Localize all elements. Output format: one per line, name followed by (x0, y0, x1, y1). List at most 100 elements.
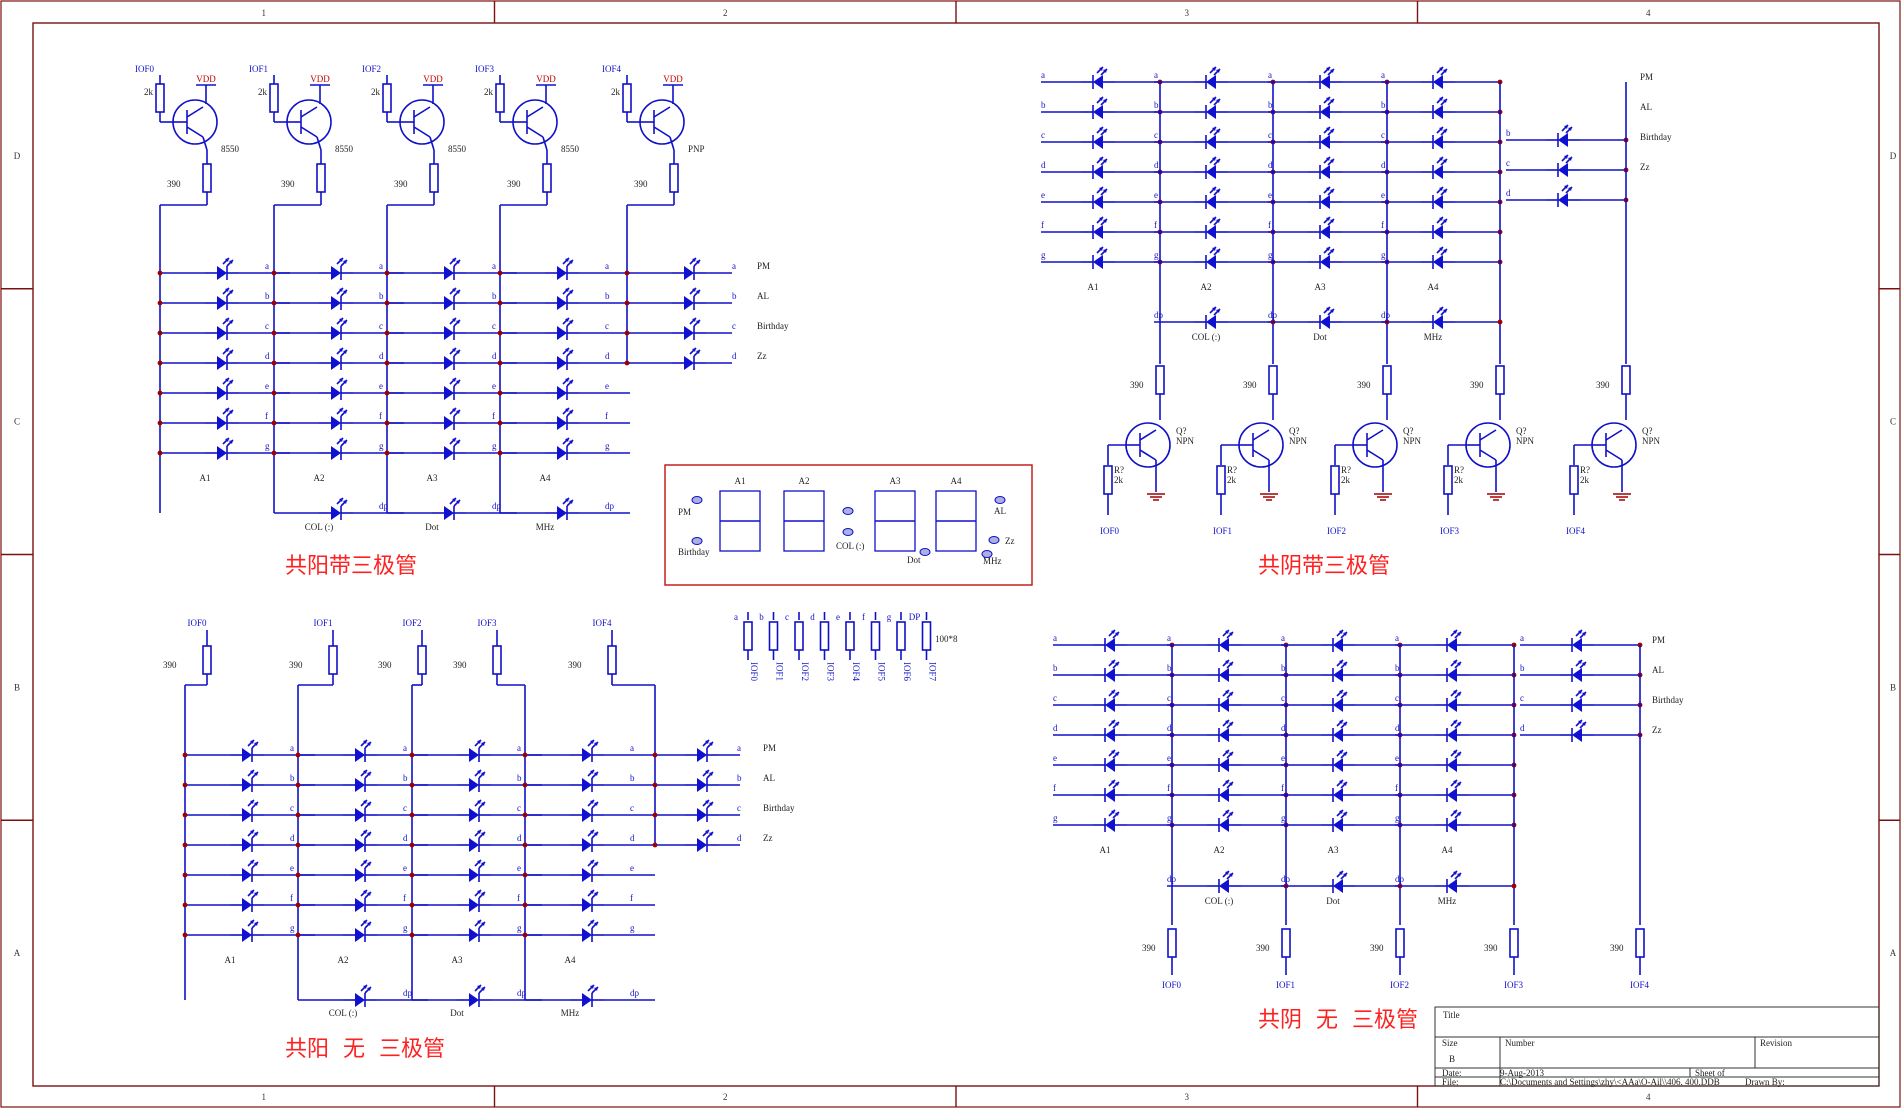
bus-segment-label: f (862, 612, 865, 622)
junction-dot (295, 872, 301, 878)
transistor-part: 8550 (448, 144, 467, 154)
net-label-iof: IOF0 (187, 618, 207, 628)
segment-label: a (379, 261, 383, 271)
junction-dot (522, 872, 528, 878)
resistor-value: 390 (453, 660, 467, 670)
net-label-iof: IOF2 (402, 618, 421, 628)
resistor-value: 390 (1130, 380, 1144, 390)
segment-label: f (517, 893, 520, 903)
segment-label: b (517, 773, 522, 783)
date-label: Date: (1442, 1068, 1462, 1078)
segment-label: dp (379, 501, 389, 511)
segment-label: c (492, 321, 496, 331)
segment-label: b (1506, 128, 1511, 138)
segment-label: c (630, 803, 634, 813)
segment-label: dp (1381, 310, 1391, 320)
segment-label: g (379, 441, 384, 451)
segment-label: g (1053, 813, 1058, 823)
junction-dot (295, 902, 301, 908)
file-value: C:\Documents and Settings\zhy\<AAa\O-Ail… (1500, 1077, 1720, 1087)
resistor-value: 2k (611, 87, 621, 97)
junction-dot (497, 450, 503, 456)
resistor-value: 390 (163, 660, 177, 670)
indicator-label: PM (1640, 72, 1653, 82)
segment-label: f (1154, 220, 1157, 230)
segment-label: dp (517, 988, 527, 998)
junction-dot (522, 842, 528, 848)
panel-indicator-birthday (691, 537, 703, 545)
junction-dot (384, 270, 390, 276)
digit-group-label: A2 (338, 955, 349, 965)
indicator-label: PM (1652, 635, 1665, 645)
resistor-value: 390 (1596, 380, 1610, 390)
block-title-common-cathode-no-transistor: 共阴 无 三极管 (1258, 1008, 1418, 1033)
segment-label: b (1395, 663, 1400, 673)
zone-row-left: A (14, 948, 21, 958)
resistor-value: 390 (1142, 943, 1156, 953)
file-label: File: (1442, 1077, 1459, 1087)
panel-indicator-mhz (981, 550, 993, 558)
junction-dot (157, 330, 163, 336)
panel-label: Dot (907, 555, 921, 565)
transistor-ref: Q? (1289, 426, 1300, 436)
panel-indicator-al (994, 496, 1006, 504)
net-label-iof: IOF4 (1566, 526, 1586, 536)
segment-label: b (1041, 100, 1046, 110)
segment-label: d (732, 351, 737, 361)
segment-label: c (403, 803, 407, 813)
number-label: Number (1505, 1038, 1535, 1048)
segment-label: c (290, 803, 294, 813)
net-label-vdd: VDD (663, 74, 683, 84)
segment-label: f (1281, 783, 1284, 793)
wire (542, 136, 548, 151)
segment-label: b (379, 291, 384, 301)
junction-dot (409, 842, 415, 848)
segment-label: b (1053, 663, 1058, 673)
zone-column-bottom: 1 (262, 1092, 267, 1102)
size-value: B (1449, 1054, 1455, 1064)
transistor-part: NPN (1289, 436, 1308, 446)
bus-segment-label: a (734, 612, 738, 622)
transistor-ref: Q? (1403, 426, 1414, 436)
segment-label: f (492, 411, 495, 421)
digit-group-label: A1 (1088, 282, 1099, 292)
junction-dot (652, 782, 658, 788)
zone-column-bottom: 2 (723, 1092, 728, 1102)
segment-label: dp (1167, 874, 1177, 884)
resistor-ref: R? (1227, 465, 1237, 475)
junction-dot (182, 932, 188, 938)
resistor-value: 2k (371, 87, 381, 97)
common-cathode-transistor-block: abcdefgA1390Q?NPNR?2kIOF0abcdefgA2dpCOL … (1041, 66, 1672, 536)
resistor-value: 2k (258, 87, 268, 97)
segment-label: dp (492, 501, 502, 511)
zone-row-right: B (1890, 682, 1896, 692)
transistor-part: NPN (1516, 436, 1535, 446)
resistor-value: 390 (568, 660, 582, 670)
resistor-value: 390 (634, 179, 648, 189)
zone-column-top: 4 (1646, 8, 1651, 18)
bus-segment-label: c (785, 612, 789, 622)
sheet-label: Sheet of (1695, 1068, 1725, 1078)
segment-label: a (1154, 70, 1158, 80)
segment-label: a (290, 743, 294, 753)
junction-dot (271, 420, 277, 426)
junction-dot (271, 270, 277, 276)
segment-label: a (1041, 70, 1045, 80)
segment-label: d (1506, 188, 1511, 198)
segment-label: c (605, 321, 609, 331)
segment-label: f (379, 411, 382, 421)
dp-label: COL (:) (329, 1008, 357, 1018)
indicator-label: PM (763, 743, 776, 753)
segment-label: e (517, 863, 521, 873)
segment-label: e (379, 381, 383, 391)
segment-label: c (737, 803, 741, 813)
junction-dot (384, 300, 390, 306)
segment-label: e (1281, 753, 1285, 763)
digit-group-label: A4 (1428, 282, 1439, 292)
segment-label: d (605, 351, 610, 361)
segment-label: e (1395, 753, 1399, 763)
segment-label: c (1167, 693, 1171, 703)
bus-segment-label: d (810, 612, 815, 622)
segment-label: b (492, 291, 497, 301)
